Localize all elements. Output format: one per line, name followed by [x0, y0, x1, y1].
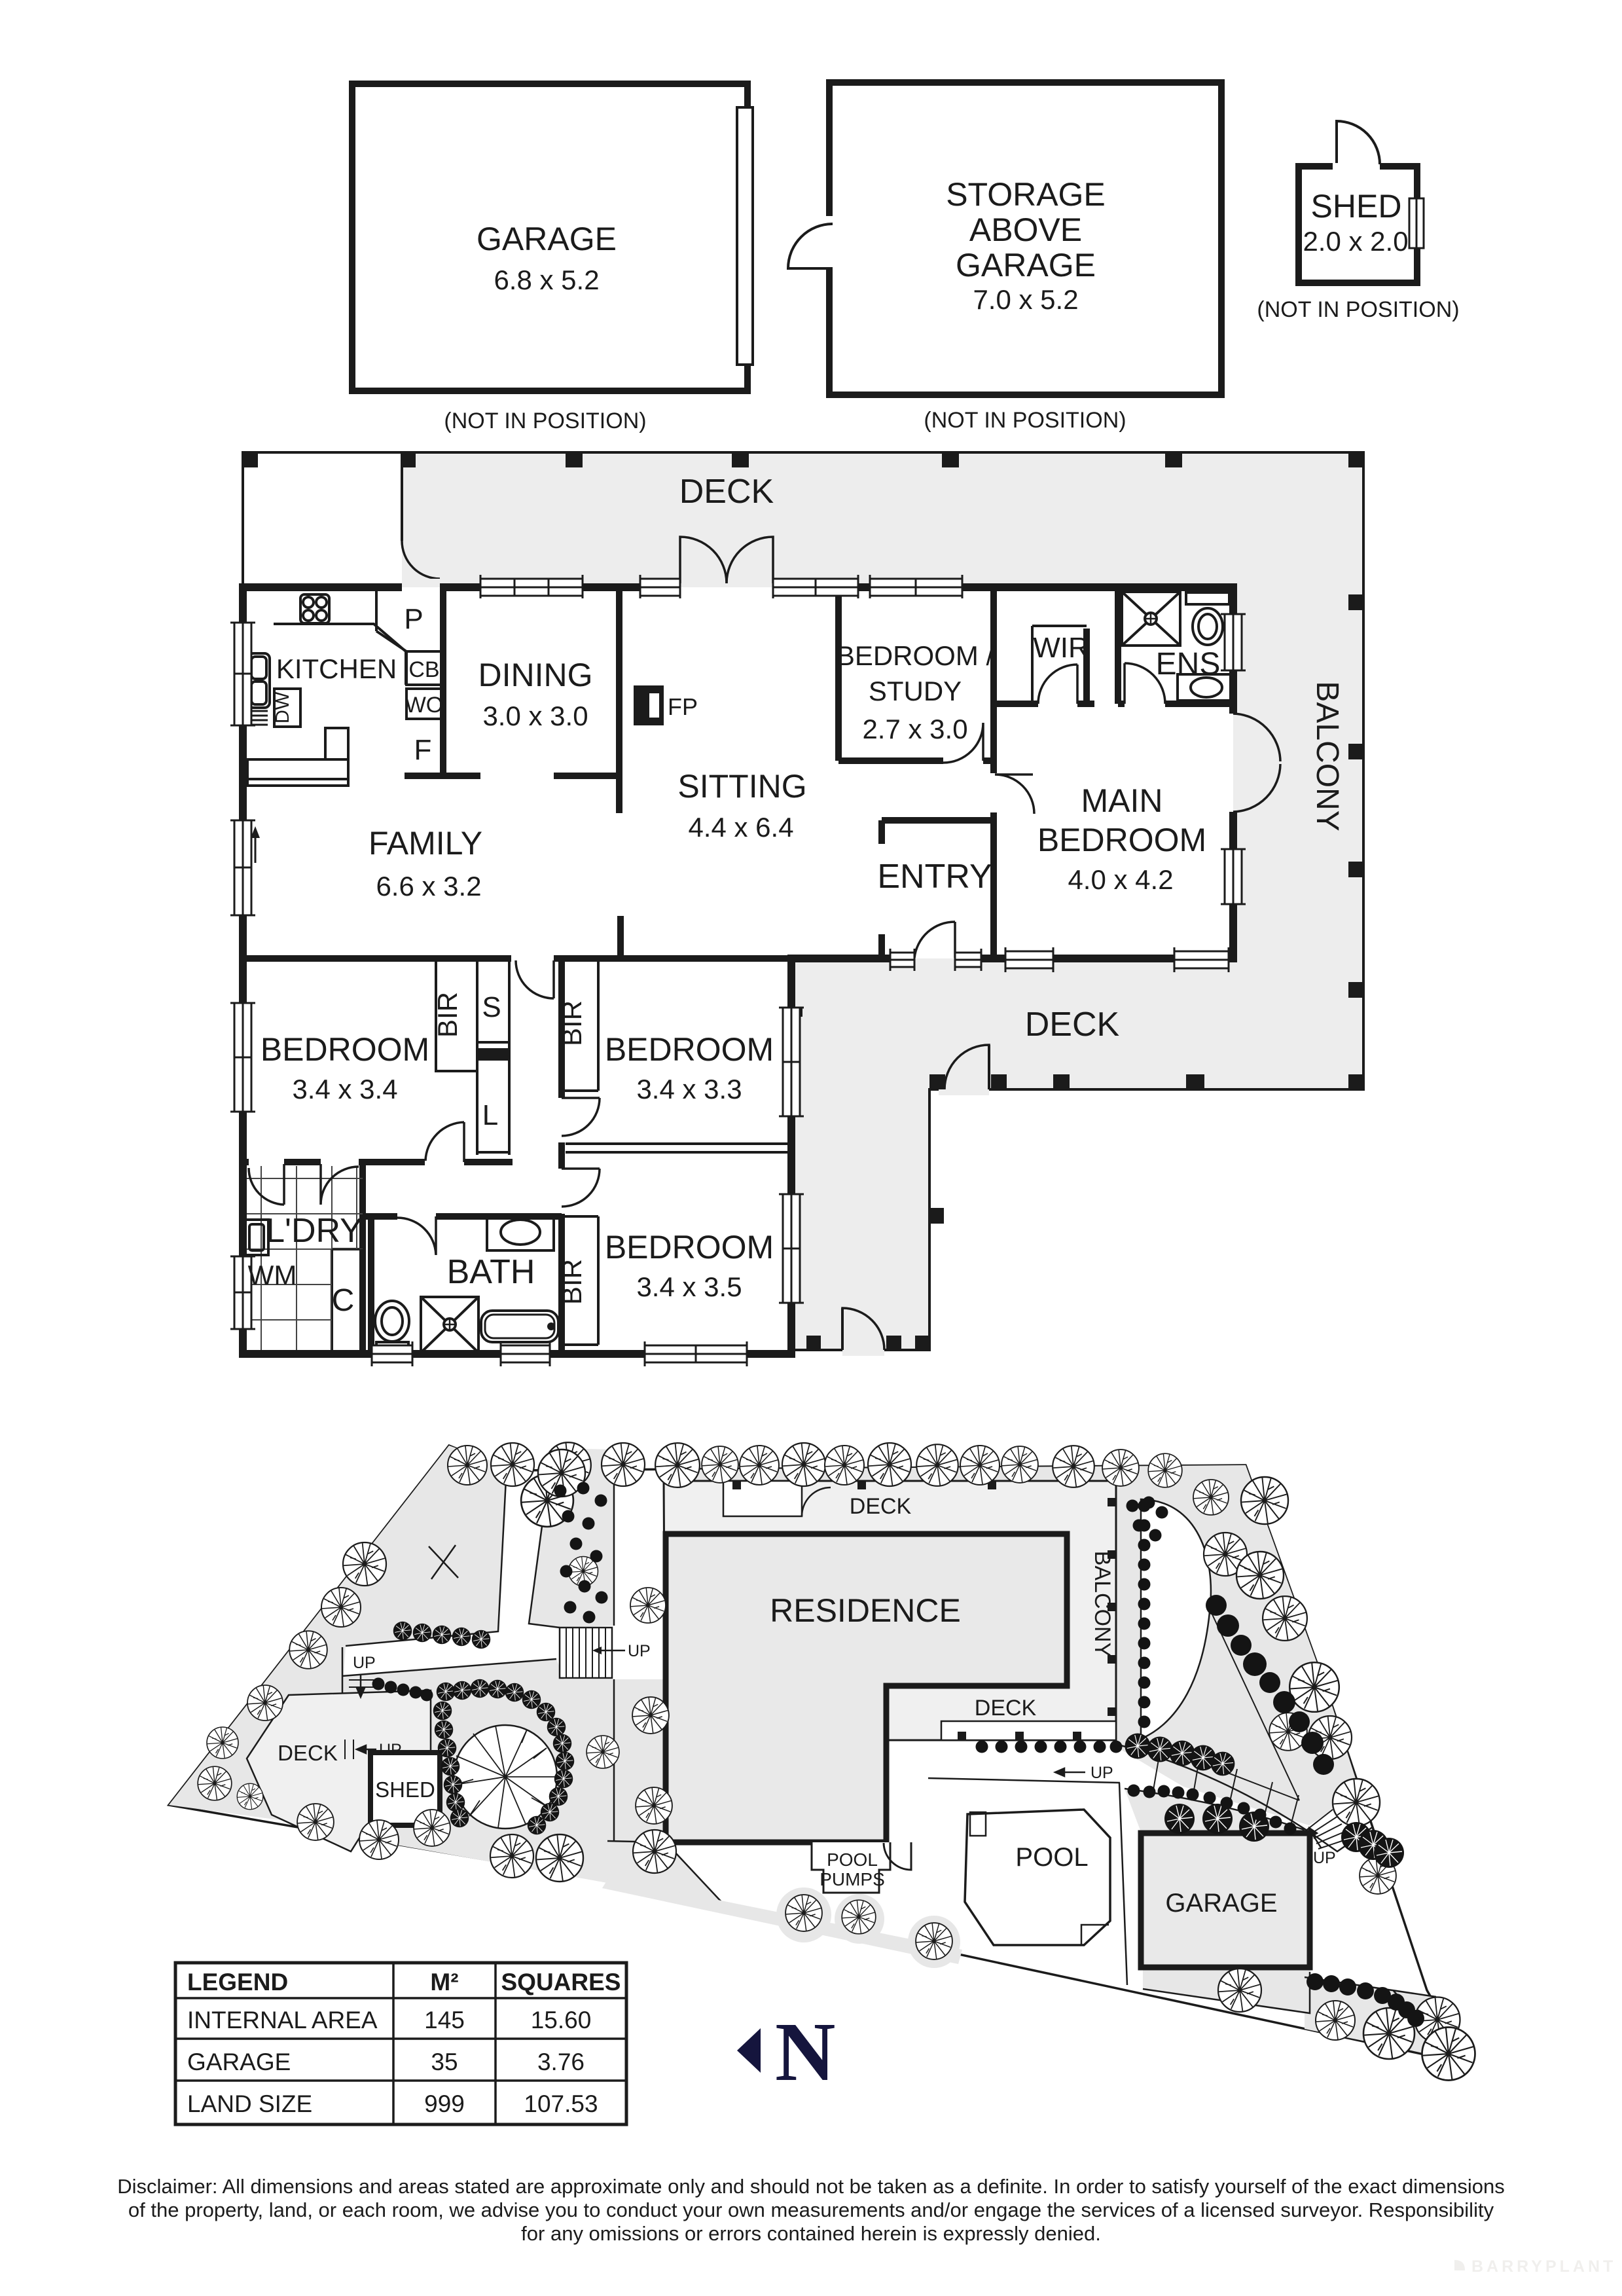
svg-text:3.4 x 3.4: 3.4 x 3.4 [292, 1074, 397, 1104]
svg-text:DECK: DECK [1025, 1006, 1120, 1044]
svg-text:BIR: BIR [556, 1000, 587, 1046]
svg-text:KITCHEN: KITCHEN [276, 653, 397, 684]
svg-text:BIR: BIR [432, 992, 463, 1038]
svg-text:35: 35 [431, 2049, 458, 2075]
svg-text:ABOVE: ABOVE [969, 211, 1082, 248]
svg-text:2.0 x 2.0: 2.0 x 2.0 [1303, 226, 1408, 257]
svg-text:6.6 x 3.2: 6.6 x 3.2 [376, 871, 481, 902]
svg-text:UP: UP [1313, 1849, 1336, 1867]
svg-text:GARAGE: GARAGE [956, 247, 1096, 283]
svg-text:UP: UP [379, 1741, 402, 1759]
svg-text:BEDROOM: BEDROOM [1037, 822, 1206, 858]
svg-text:4.0 x 4.2: 4.0 x 4.2 [1068, 864, 1173, 895]
svg-text:STORAGE: STORAGE [946, 176, 1106, 213]
svg-text:DINING: DINING [478, 657, 593, 693]
svg-text:PUMPS: PUMPS [820, 1869, 885, 1889]
svg-text:WO: WO [405, 693, 444, 718]
svg-text:INTERNAL AREA: INTERNAL AREA [187, 2007, 378, 2033]
svg-text:BEDROOM: BEDROOM [261, 1031, 429, 1068]
svg-text:M²: M² [430, 1969, 458, 1995]
svg-text:MAIN: MAIN [1081, 782, 1163, 819]
svg-text:SHED: SHED [375, 1777, 435, 1802]
svg-text:L'DRY: L'DRY [266, 1212, 363, 1250]
svg-text:POOL: POOL [827, 1850, 878, 1870]
svg-text:15.60: 15.60 [531, 2007, 592, 2033]
svg-text:BEDROOM /: BEDROOM / [837, 640, 994, 671]
svg-text:LAND SIZE: LAND SIZE [187, 2090, 312, 2117]
svg-text:S: S [482, 991, 501, 1023]
svg-text:WM: WM [248, 1260, 297, 1290]
svg-text:3.0 x 3.0: 3.0 x 3.0 [482, 701, 588, 731]
svg-text:POOL: POOL [1015, 1843, 1088, 1872]
svg-text:ENS: ENS [1156, 647, 1221, 682]
svg-text:4.4 x 6.4: 4.4 x 6.4 [688, 812, 793, 843]
svg-text:RESIDENCE: RESIDENCE [770, 1592, 961, 1629]
svg-text:BATH: BATH [447, 1253, 535, 1291]
svg-text:DECK: DECK [679, 473, 774, 511]
svg-text:for any omissions or errors co: for any omissions or errors contained he… [521, 2222, 1101, 2245]
svg-text:ENTRY: ENTRY [877, 858, 992, 896]
svg-text:FAMILY: FAMILY [369, 825, 482, 862]
svg-text:(NOT IN POSITION): (NOT IN POSITION) [924, 408, 1126, 433]
svg-text:3.76: 3.76 [537, 2049, 585, 2075]
svg-text:UP: UP [1090, 1764, 1113, 1782]
svg-text:DECK: DECK [850, 1494, 912, 1519]
svg-text:2.7 x 3.0: 2.7 x 3.0 [862, 714, 967, 744]
svg-text:L: L [482, 1099, 498, 1131]
svg-text:BEDROOM: BEDROOM [605, 1229, 774, 1266]
svg-text:C: C [332, 1283, 355, 1318]
svg-text:Disclaimer: All dimensions and: Disclaimer: All dimensions and areas sta… [117, 2175, 1505, 2198]
svg-text:SQUARES: SQUARES [501, 1969, 621, 1995]
svg-text:GARAGE: GARAGE [187, 2049, 291, 2075]
svg-text:SITTING: SITTING [677, 768, 806, 805]
svg-text:LEGEND: LEGEND [187, 1969, 288, 1995]
svg-text:WIR: WIR [1033, 632, 1089, 664]
svg-text:UP: UP [628, 1642, 651, 1660]
svg-text:DECK: DECK [975, 1696, 1037, 1721]
svg-text:GARAGE: GARAGE [1165, 1889, 1277, 1918]
svg-text:(NOT IN POSITION): (NOT IN POSITION) [444, 409, 646, 433]
svg-text:P: P [404, 603, 423, 635]
svg-text:GARAGE: GARAGE [477, 221, 617, 257]
svg-text:(NOT IN POSITION): (NOT IN POSITION) [1257, 297, 1459, 322]
svg-text:BALCONY: BALCONY [1090, 1551, 1115, 1658]
svg-text:6.8 x 5.2: 6.8 x 5.2 [494, 264, 599, 295]
svg-text:FP: FP [668, 693, 698, 720]
svg-text:CB: CB [408, 657, 439, 682]
svg-text:BEDROOM: BEDROOM [605, 1031, 774, 1068]
svg-text:F: F [414, 734, 432, 766]
svg-text:7.0 x 5.2: 7.0 x 5.2 [973, 284, 1078, 315]
svg-text:BALCONY: BALCONY [1310, 681, 1344, 831]
svg-text:BIR: BIR [556, 1259, 587, 1305]
svg-text:STUDY: STUDY [869, 676, 962, 706]
svg-text:of the property, land, or each: of the property, land, or each room, we … [128, 2198, 1494, 2221]
svg-text:107.53: 107.53 [524, 2090, 598, 2117]
svg-text:BARRYPLANT: BARRYPLANT [1471, 2257, 1616, 2276]
svg-text:N: N [775, 2005, 835, 2098]
svg-text:145: 145 [424, 2007, 465, 2033]
svg-text:UP: UP [353, 1654, 376, 1672]
svg-text:DECK: DECK [278, 1741, 338, 1765]
svg-text:DW: DW [272, 691, 293, 723]
svg-text:999: 999 [424, 2090, 465, 2117]
svg-text:3.4 x 3.3: 3.4 x 3.3 [636, 1074, 742, 1104]
svg-text:3.4 x 3.5: 3.4 x 3.5 [636, 1271, 742, 1302]
svg-text:SHED: SHED [1311, 188, 1402, 225]
